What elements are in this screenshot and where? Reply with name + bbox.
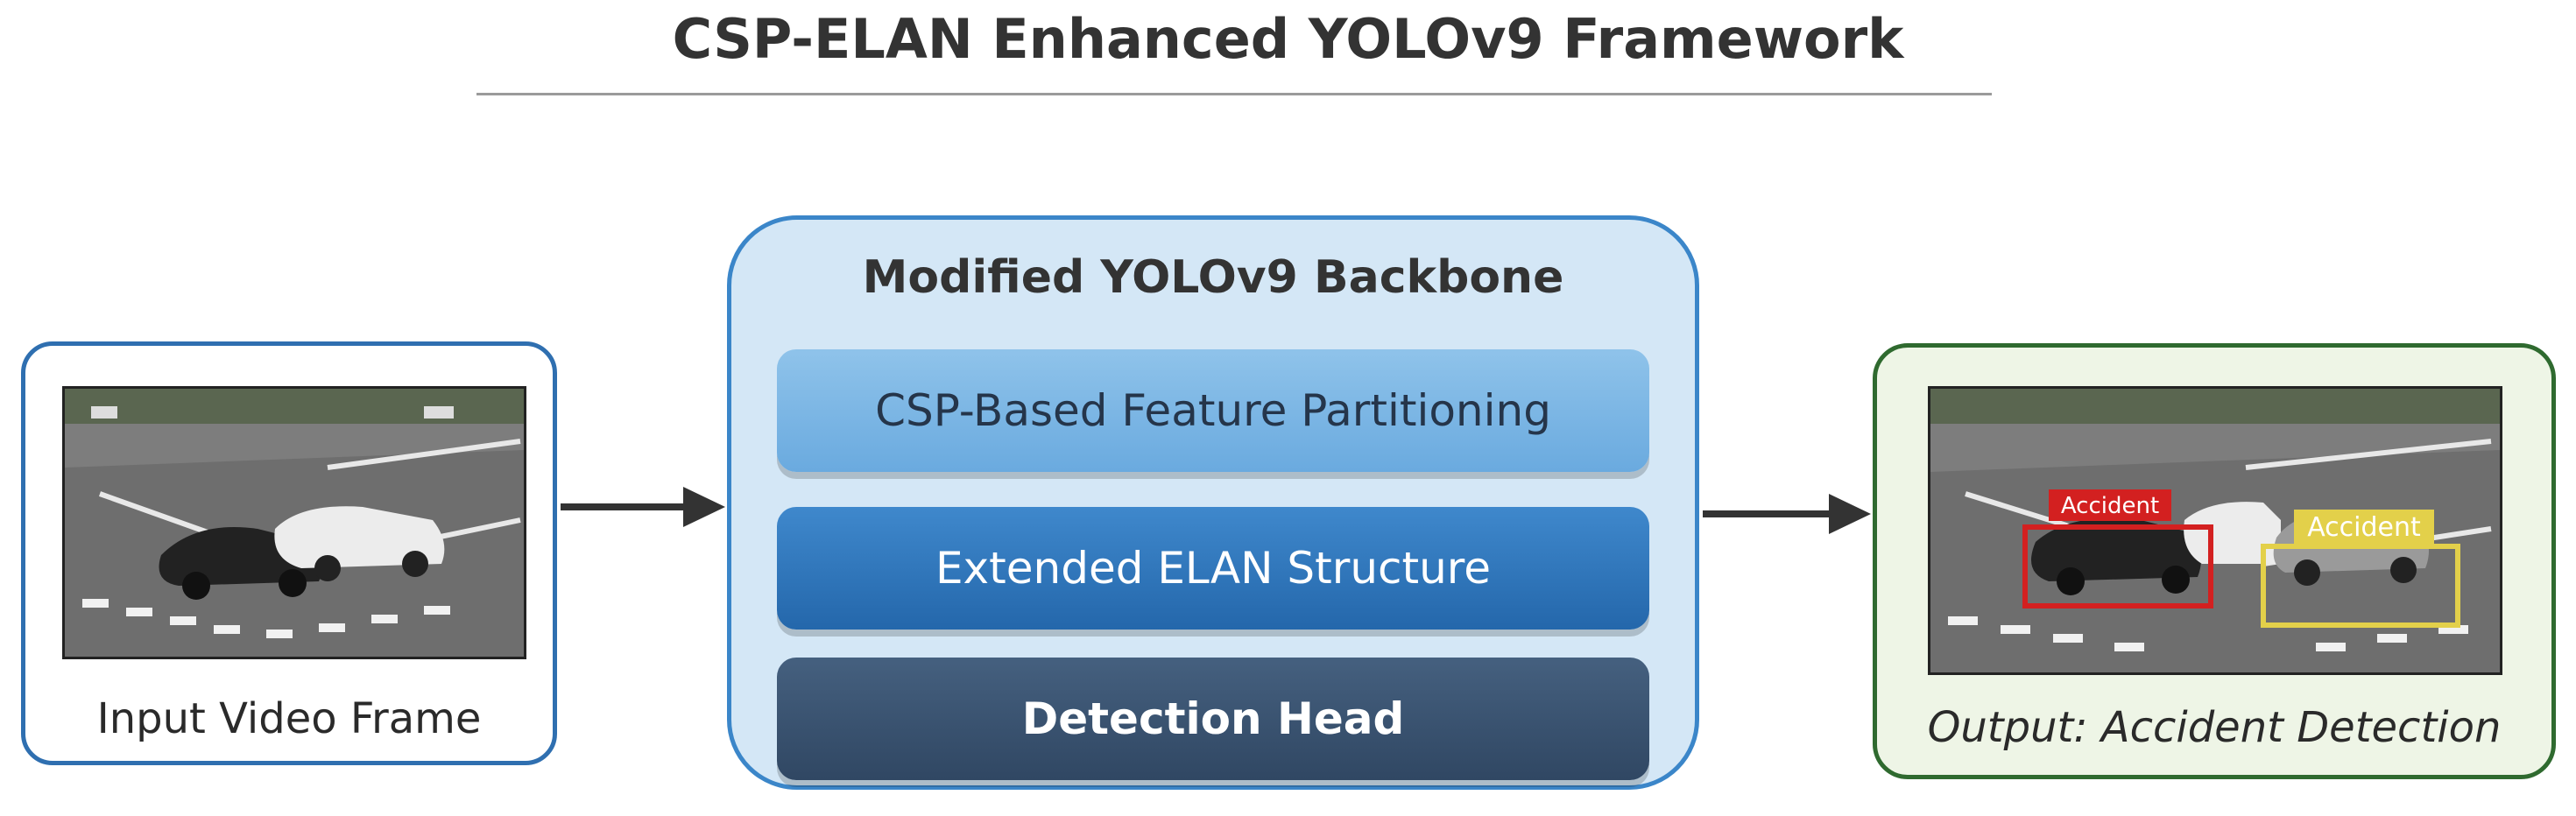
arrow-right-icon xyxy=(1703,494,1871,534)
layer-label: CSP-Based Feature Partitioning xyxy=(875,385,1551,436)
layer-label: Extended ELAN Structure xyxy=(935,543,1492,594)
diagram-title: CSP-ELAN Enhanced YOLOv9 Framework xyxy=(672,7,1904,71)
layer-extended-elan: Extended ELAN Structure xyxy=(777,507,1649,630)
input-card: Input Video Frame xyxy=(21,341,557,765)
input-caption: Input Video Frame xyxy=(96,694,482,743)
detection-box-yellow xyxy=(2261,544,2460,628)
output-card: Accident Accident Output: Accident Detec… xyxy=(1873,343,2556,779)
layer-csp-partitioning: CSP-Based Feature Partitioning xyxy=(777,349,1649,472)
backbone-title: Modified YOLOv9 Backbone xyxy=(862,251,1564,304)
output-frame-image: Accident Accident xyxy=(1928,386,2502,675)
detection-label-yellow: Accident xyxy=(2307,512,2421,543)
layer-detection-head: Detection Head xyxy=(777,658,1649,780)
detection-box-red xyxy=(2022,524,2213,608)
backbone-container: Modified YOLOv9 Backbone CSP-Based Featu… xyxy=(727,215,1699,790)
title-divider xyxy=(476,93,1992,95)
arrow-right-icon xyxy=(561,487,725,527)
detection-label-red: Accident xyxy=(2061,493,2159,519)
output-caption: Output: Accident Detection xyxy=(1927,703,2502,752)
input-frame-image xyxy=(62,386,526,659)
layer-label: Detection Head xyxy=(1021,693,1405,744)
